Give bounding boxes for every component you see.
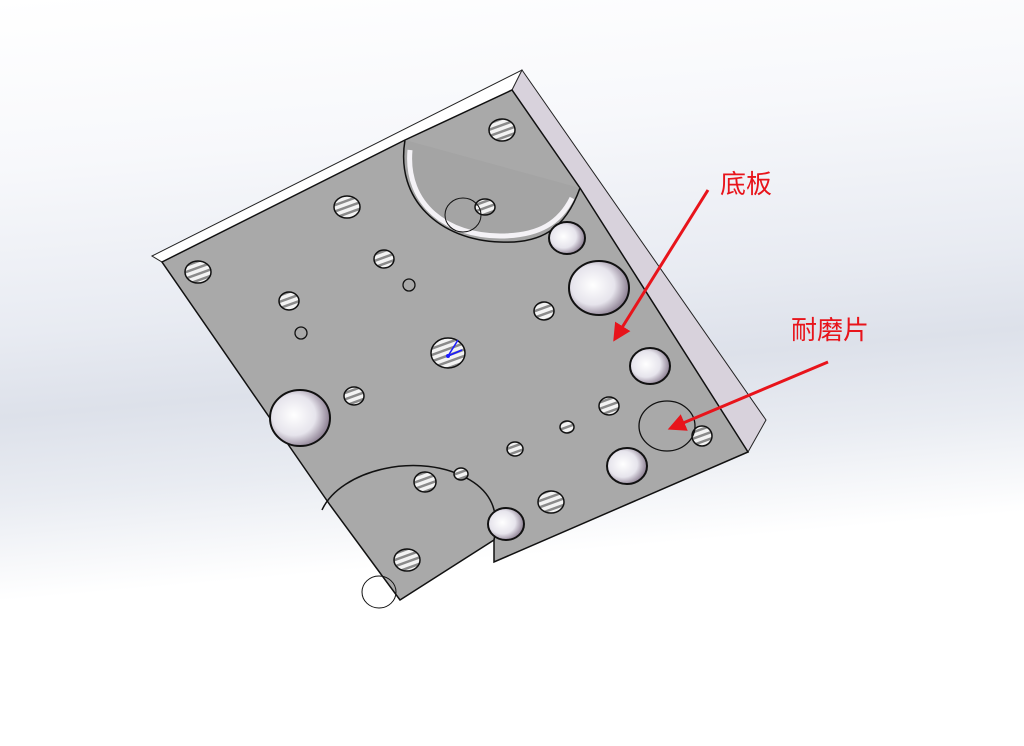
reference-triad-icon bbox=[446, 339, 463, 358]
wear-pad-arrow bbox=[667, 360, 829, 431]
threaded-holes bbox=[184, 118, 713, 572]
small-holes bbox=[294, 278, 416, 340]
wear-pad-label: 耐磨片 bbox=[791, 316, 870, 346]
base-plate-label: 底板 bbox=[720, 170, 773, 200]
wear-pad-outlines[interactable] bbox=[361, 197, 696, 609]
plate-body[interactable] bbox=[150, 69, 767, 602]
base-plate-arrow bbox=[613, 189, 710, 342]
through-holes bbox=[269, 221, 671, 541]
